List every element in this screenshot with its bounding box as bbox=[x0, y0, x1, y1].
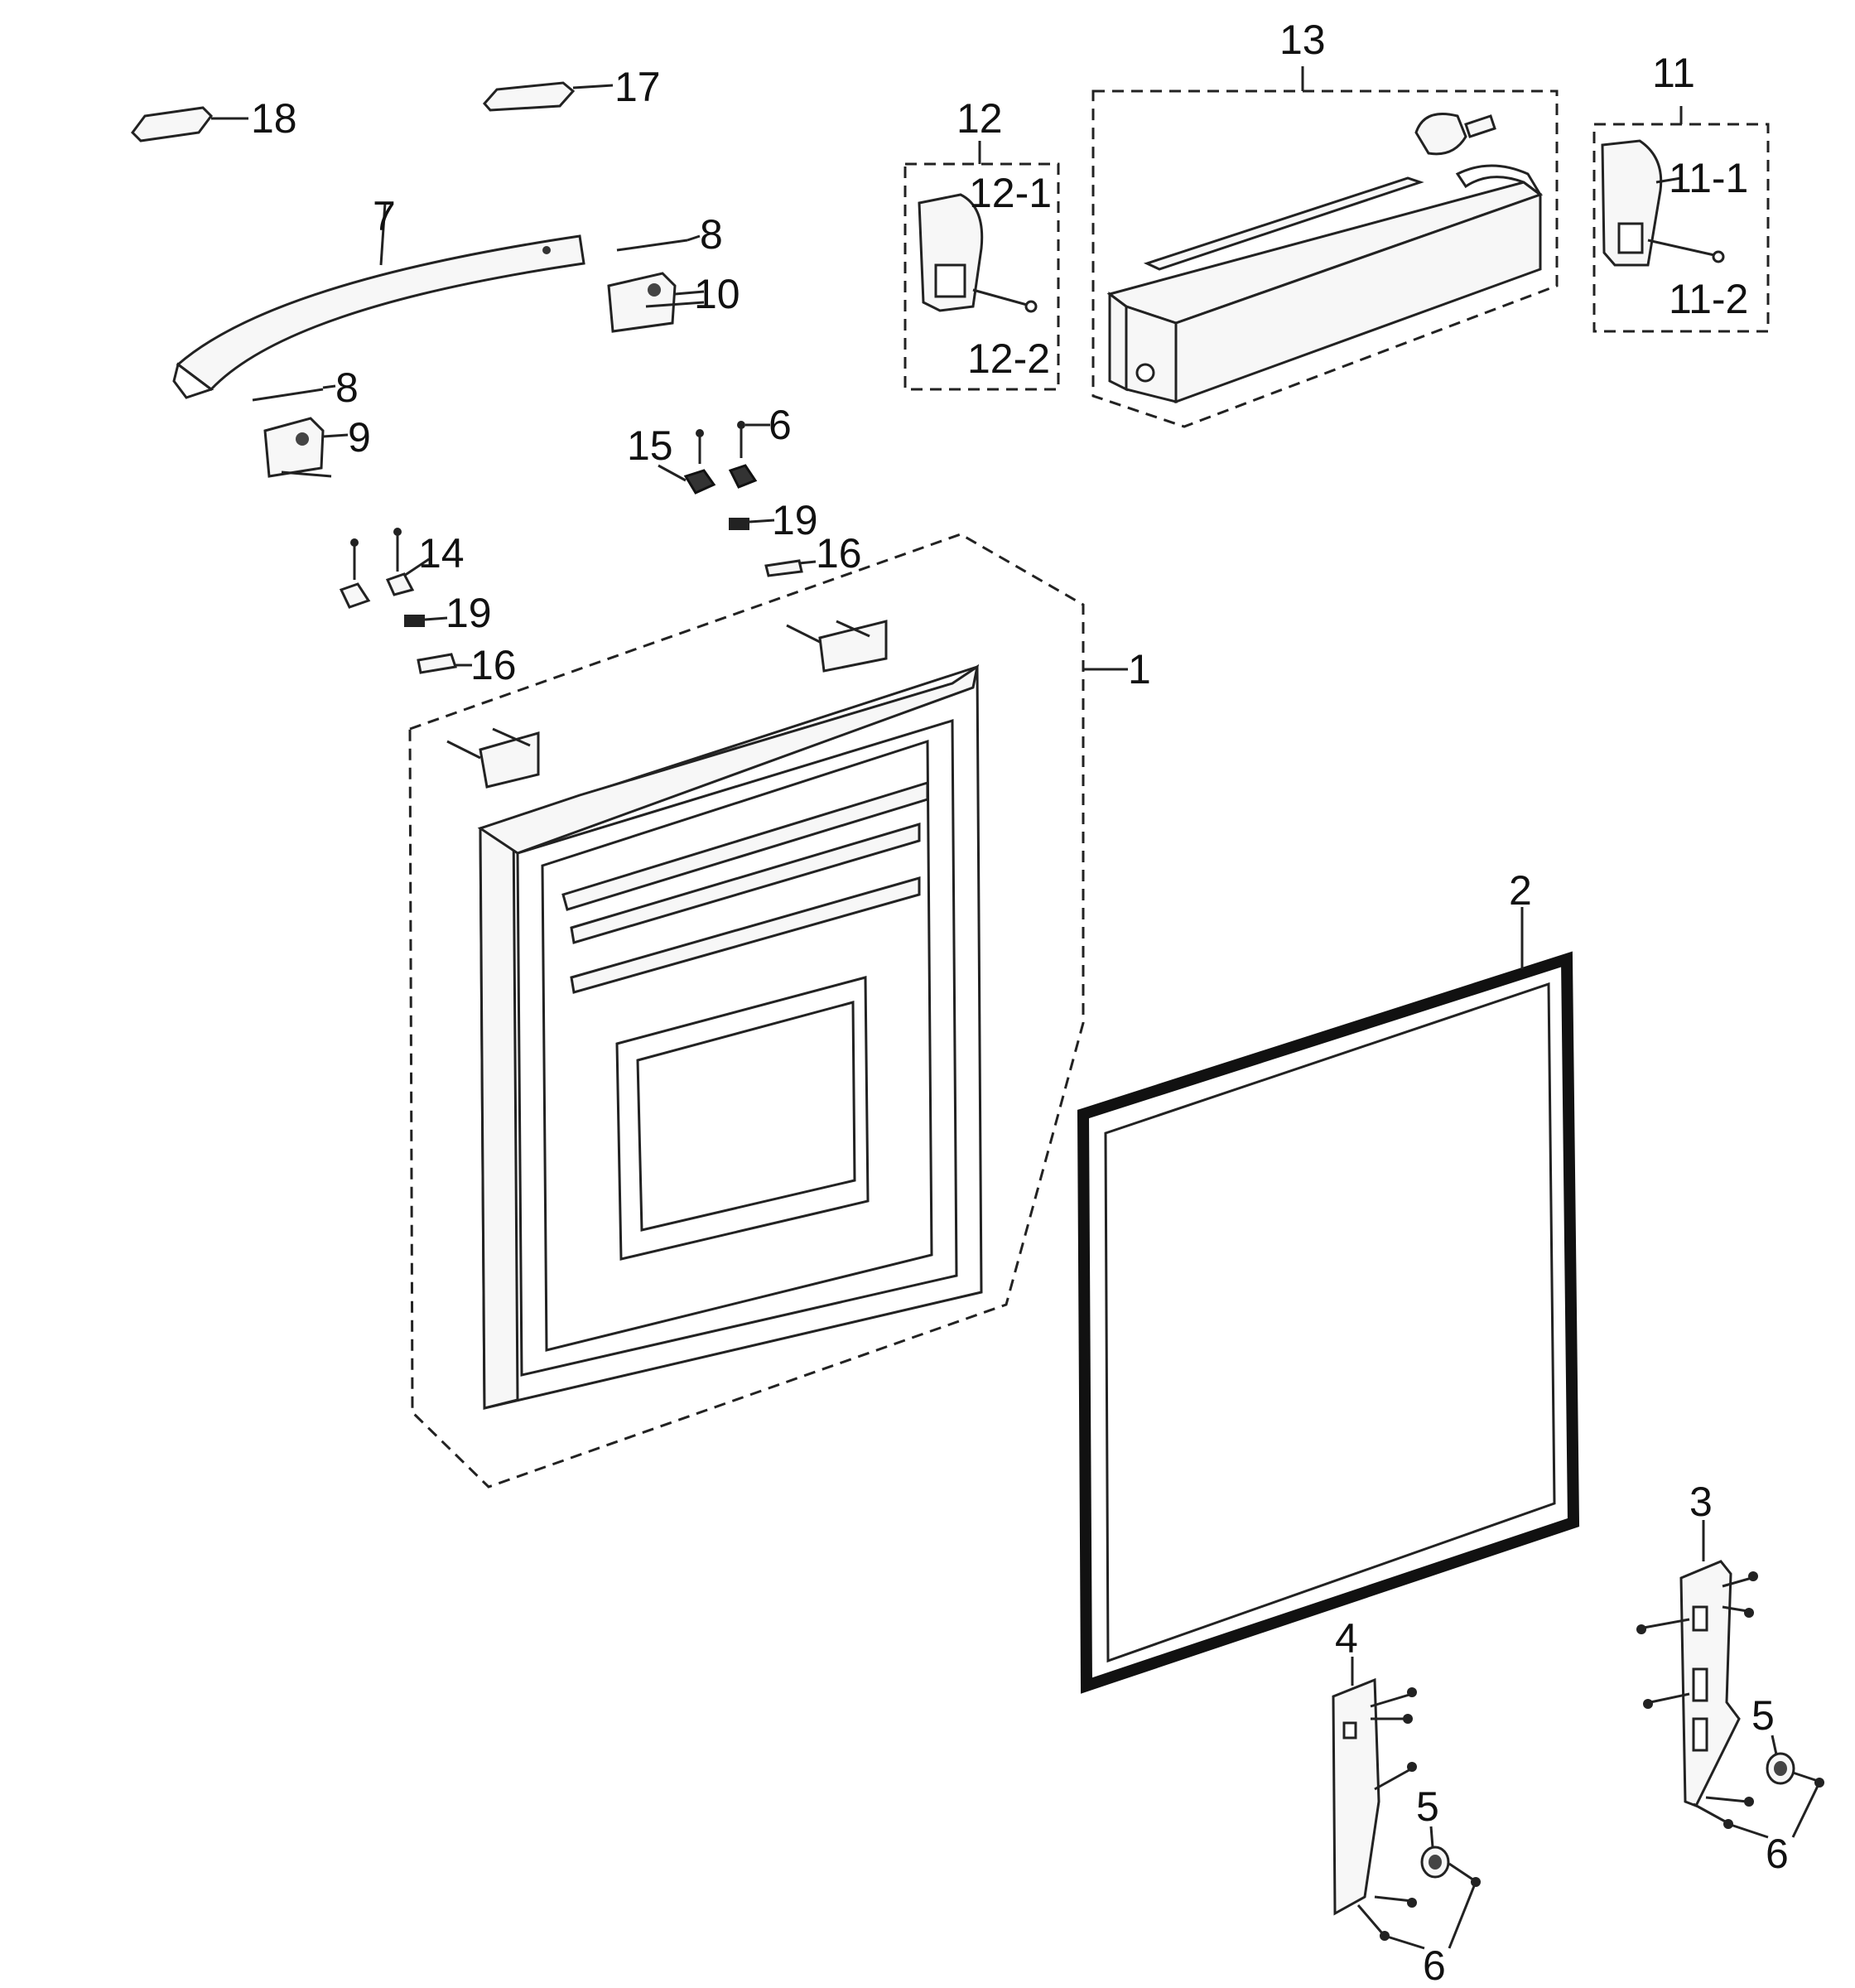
part-16-pad-lower bbox=[417, 653, 472, 674]
part-6-stopper-top bbox=[728, 421, 770, 489]
label-13: 13 bbox=[1279, 17, 1326, 63]
part-10-hinge bbox=[607, 272, 705, 333]
label-18: 18 bbox=[251, 95, 297, 142]
label-8-upper: 8 bbox=[700, 211, 723, 258]
label-7: 7 bbox=[373, 193, 396, 239]
part-2-gasket bbox=[1077, 907, 1580, 1694]
part-6-screws-lower bbox=[1384, 1881, 1477, 1950]
label-15: 15 bbox=[627, 422, 673, 469]
label-12: 12 bbox=[956, 95, 1003, 142]
part-13-bin-assembly bbox=[1091, 66, 1559, 428]
part-11-assembly-box bbox=[1592, 106, 1770, 333]
label-9: 9 bbox=[348, 414, 371, 461]
label-16-lower: 16 bbox=[470, 642, 517, 688]
label-6-right: 6 bbox=[1766, 1831, 1789, 1877]
label-5-right: 5 bbox=[1751, 1692, 1775, 1739]
label-6-lower: 6 bbox=[1423, 1942, 1446, 1988]
label-12-2: 12-2 bbox=[967, 335, 1050, 382]
label-1: 1 bbox=[1128, 646, 1151, 692]
label-19-upper: 19 bbox=[772, 497, 818, 543]
part-19-spring-lower bbox=[404, 615, 448, 627]
label-5-lower: 5 bbox=[1416, 1783, 1439, 1830]
part-15-stopper bbox=[658, 429, 716, 495]
part-3-bracket bbox=[1636, 1520, 1758, 1829]
part-14-stopper bbox=[339, 528, 430, 609]
label-16-upper: 16 bbox=[816, 530, 862, 577]
part-6-screws-right bbox=[1727, 1782, 1821, 1839]
label-11-1: 11-1 bbox=[1669, 155, 1748, 201]
label-6-top: 6 bbox=[768, 402, 792, 448]
part-5-cap-lower bbox=[1420, 1826, 1481, 1887]
part-8-pin-upper bbox=[616, 234, 701, 252]
part-16-pad-upper bbox=[764, 559, 817, 577]
label-11-2: 11-2 bbox=[1669, 276, 1748, 322]
part-1-door-assembly bbox=[408, 533, 1128, 1489]
label-19-lower: 19 bbox=[446, 590, 492, 636]
label-12-1: 12-1 bbox=[969, 170, 1052, 216]
part-19-spring-upper bbox=[729, 518, 775, 530]
label-4: 4 bbox=[1335, 1615, 1358, 1662]
label-17: 17 bbox=[614, 64, 661, 110]
part-18-cap bbox=[131, 106, 248, 142]
part-5-cap-right bbox=[1766, 1735, 1824, 1788]
part-9-hinge bbox=[263, 417, 349, 478]
part-4-bracket bbox=[1332, 1657, 1417, 1941]
label-14: 14 bbox=[418, 530, 465, 577]
part-12-assembly-box bbox=[903, 141, 1060, 391]
label-10: 10 bbox=[694, 271, 740, 317]
part-8-pin-lower bbox=[252, 384, 336, 402]
part-17-cap bbox=[483, 81, 614, 112]
label-11: 11 bbox=[1652, 50, 1695, 96]
label-3: 3 bbox=[1689, 1479, 1713, 1525]
label-8-lower: 8 bbox=[335, 364, 359, 411]
label-2: 2 bbox=[1509, 867, 1532, 914]
part-7-handle bbox=[172, 202, 585, 399]
